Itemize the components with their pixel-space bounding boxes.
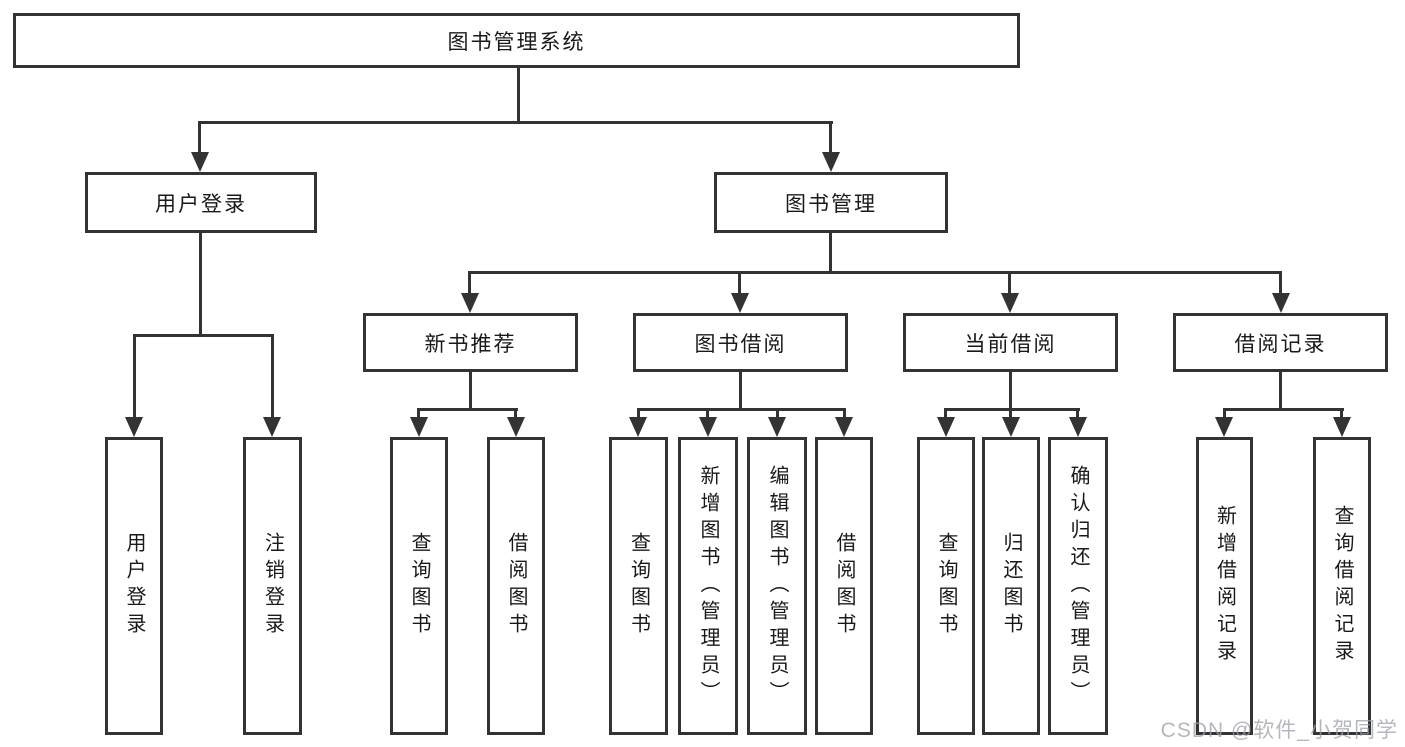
arrow-down-icon bbox=[768, 417, 786, 437]
arrow-down-icon bbox=[835, 417, 853, 437]
node-label: 借阅记录 bbox=[1234, 332, 1327, 356]
leaf-label: 编辑图书（管理员） bbox=[766, 464, 788, 708]
node-user-login: 用户登录 bbox=[85, 172, 317, 233]
arrow-down-icon bbox=[263, 417, 281, 437]
leaf-label: 查询图书 bbox=[935, 532, 957, 640]
connector-drop bbox=[1223, 408, 1226, 420]
leaf-logout: 注销登录 bbox=[243, 437, 302, 735]
leaf-user-login: 用户登录 bbox=[105, 437, 163, 735]
leaf-add-books-admin: 新增图书（管理员） bbox=[678, 437, 738, 735]
node-borrowing-records: 借阅记录 bbox=[1173, 313, 1388, 372]
connector-drop bbox=[514, 408, 517, 420]
connector-drop bbox=[468, 271, 471, 294]
connector-vline bbox=[1279, 372, 1282, 408]
leaf-label: 用户登录 bbox=[123, 532, 145, 640]
connector-drop bbox=[843, 408, 846, 420]
leaf-edit-books-admin: 编辑图书（管理员） bbox=[747, 437, 807, 735]
arrow-down-icon bbox=[1333, 417, 1351, 437]
leaf-query-books: 查询图书 bbox=[609, 437, 668, 735]
connector-hline bbox=[133, 334, 274, 337]
watermark: CSDN @软件_小贺同学 bbox=[1160, 719, 1398, 742]
connector-hline bbox=[1223, 408, 1344, 411]
arrow-down-icon bbox=[125, 417, 143, 437]
arrow-down-icon bbox=[1002, 417, 1020, 437]
connector-drop bbox=[1008, 271, 1011, 294]
connector-hline bbox=[468, 271, 1282, 274]
node-label: 图书借阅 bbox=[694, 332, 787, 356]
leaf-query-borrow-record: 查询借阅记录 bbox=[1313, 437, 1371, 735]
arrow-down-icon bbox=[1272, 293, 1290, 313]
connector-drop bbox=[1076, 408, 1079, 420]
connector-vline bbox=[517, 68, 520, 121]
node-label: 用户登录 bbox=[155, 192, 247, 216]
leaf-query-books: 查询图书 bbox=[390, 437, 448, 735]
connector-drop bbox=[271, 334, 274, 417]
node-label: 图书管理 bbox=[785, 192, 877, 216]
connector-hline bbox=[417, 408, 518, 411]
node-book-borrowing: 图书借阅 bbox=[633, 313, 848, 372]
leaf-label: 查询借阅记录 bbox=[1331, 505, 1353, 667]
node-library-management-system: 图书管理系统 bbox=[13, 13, 1020, 68]
connector-vline bbox=[199, 233, 202, 334]
arrow-down-icon bbox=[461, 293, 479, 313]
arrow-down-icon bbox=[1001, 293, 1019, 313]
node-label: 图书管理系统 bbox=[447, 30, 586, 54]
leaf-label: 查询图书 bbox=[627, 532, 650, 640]
connector-drop bbox=[1279, 271, 1282, 294]
connector-hline bbox=[637, 408, 846, 411]
connector-drop bbox=[829, 121, 832, 153]
connector-drop bbox=[706, 408, 709, 420]
leaf-label: 确认归还（管理员） bbox=[1067, 464, 1089, 708]
connector-drop bbox=[637, 408, 640, 420]
leaf-label: 新增图书（管理员） bbox=[697, 464, 719, 708]
arrow-down-icon bbox=[822, 152, 840, 172]
arrow-down-icon bbox=[937, 417, 955, 437]
arrow-down-icon bbox=[731, 293, 749, 313]
leaf-borrow-books: 借阅图书 bbox=[815, 437, 873, 735]
leaf-query-books: 查询图书 bbox=[917, 437, 975, 735]
connector-drop bbox=[1340, 408, 1343, 420]
connector-drop bbox=[198, 121, 201, 153]
connector-drop bbox=[1009, 408, 1012, 420]
leaf-confirm-return-admin: 确认归还（管理员） bbox=[1048, 437, 1108, 735]
leaf-label: 借阅图书 bbox=[505, 532, 527, 640]
leaf-label: 借阅图书 bbox=[833, 532, 855, 640]
arrow-down-icon bbox=[629, 417, 647, 437]
leaf-add-borrow-record: 新增借阅记录 bbox=[1196, 437, 1253, 735]
node-label: 当前借阅 bbox=[964, 332, 1057, 356]
arrow-down-icon bbox=[410, 417, 428, 437]
arrow-down-icon bbox=[699, 417, 717, 437]
connector-drop bbox=[776, 408, 779, 420]
node-current-borrowing: 当前借阅 bbox=[903, 313, 1118, 372]
connector-hline bbox=[944, 408, 1080, 411]
leaf-borrow-books: 借阅图书 bbox=[487, 437, 545, 735]
node-label: 新书推荐 bbox=[424, 332, 517, 356]
connector-hline bbox=[198, 121, 833, 124]
leaf-label: 查询图书 bbox=[408, 532, 430, 640]
leaf-label: 注销登录 bbox=[261, 532, 284, 640]
connector-drop bbox=[944, 408, 947, 420]
arrow-down-icon bbox=[191, 152, 209, 172]
node-book-management: 图书管理 bbox=[714, 172, 948, 233]
leaf-return-books: 归还图书 bbox=[982, 437, 1040, 735]
connector-drop bbox=[738, 271, 741, 294]
connector-vline bbox=[469, 372, 472, 408]
node-new-book-recommendation: 新书推荐 bbox=[363, 313, 578, 372]
leaf-label: 新增借阅记录 bbox=[1213, 505, 1236, 667]
connector-drop bbox=[133, 334, 136, 417]
arrow-down-icon bbox=[1069, 417, 1087, 437]
connector-drop bbox=[417, 408, 420, 420]
connector-vline bbox=[829, 233, 832, 271]
connector-vline bbox=[739, 372, 742, 408]
arrow-down-icon bbox=[507, 417, 525, 437]
connector-vline bbox=[1009, 372, 1012, 408]
leaf-label: 归还图书 bbox=[1000, 532, 1022, 640]
arrow-down-icon bbox=[1215, 417, 1233, 437]
